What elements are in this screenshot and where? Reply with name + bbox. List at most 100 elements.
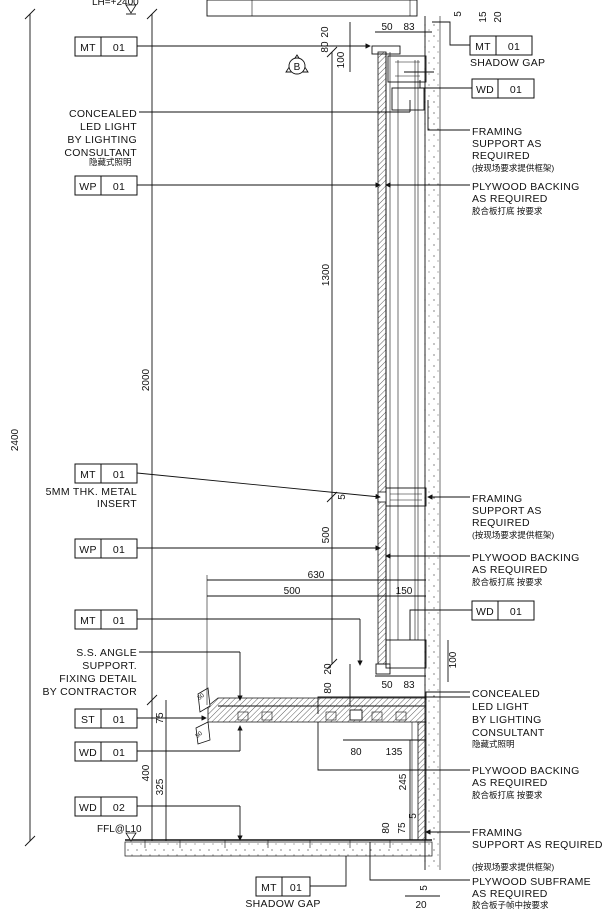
dim-text: 135 [386,747,403,758]
section-mark-b[interactable]: B [285,54,309,75]
tag-wp-01-lower[interactable]: WP 01 [74,538,138,559]
tag-number: 01 [510,84,522,96]
dim-text: 1300 [321,263,332,286]
level-triangle-icon [125,832,137,842]
note-line: SUPPORT AS REQUIRED [472,839,602,851]
tag-code: MT [475,41,491,53]
note-cn: 胶合板打底 按要求 [472,206,543,216]
tag-wd-02[interactable]: WD 02 [74,796,138,817]
tag-number: 01 [113,42,125,54]
level-triangle-icon [125,4,137,14]
dim-text: 400 [141,764,152,781]
ceiling-frame [206,0,418,17]
note-framing-2: FRAMING SUPPORT AS REQUIRED (按现场要求提供框架) [472,493,554,540]
section-mark-label: B [294,62,301,73]
note-line: FRAMING [472,493,523,505]
tag-number: 01 [113,469,125,481]
dim-text: 20 [493,11,504,23]
tag-wd-01-right-top[interactable]: WD 01 [471,78,535,99]
note-line: SHADOW GAP [470,57,545,69]
note-line: REQUIRED [472,517,530,529]
wall-section [423,16,441,870]
dimension-500-vert: 500 5 [321,494,348,670]
tag-code: WD [476,606,494,618]
dim-text: 20 [320,26,331,38]
tag-code: WD [476,84,494,96]
tag-mt-01-insert[interactable]: MT 01 [74,463,138,484]
note-line: CONCEALED [472,688,540,700]
tag-code: WP [79,181,97,193]
dim-text: 325 [155,778,166,795]
note-line: PLYWOOD BACKING [472,765,580,777]
dim-text: 50 [381,22,393,33]
tag-mt-01-lower[interactable]: MT 01 [74,609,138,630]
note-line: CONCEALED [69,108,137,120]
note-line: AS REQUIRED [472,777,548,789]
tag-number: 02 [113,802,125,814]
dim-text: 500 [284,586,301,597]
dimension-lower-small: 100 80 20 50 83 [323,640,459,706]
note-line: S.S. ANGLE [76,647,137,659]
dim-text: 80 [381,822,392,834]
tag-mt-01-top[interactable]: MT 01 [74,36,138,57]
angle-labels: 50 50 [195,692,206,739]
dim-text: 245 [398,773,409,790]
note-line: BY LIGHTING [67,134,137,146]
dim-text: 80 [320,41,331,53]
note-line: 5MM THK. METAL [46,486,137,498]
note-cn: (按现场要求提供框架) [472,862,554,872]
note-line: FIXING DETAIL [59,673,137,685]
dim-text: 100 [448,651,459,668]
note-line: INSERT [97,498,137,510]
dim-text: 15 [478,11,489,23]
dimension-75-400-325: 75 400 325 [141,700,167,841]
tag-number: 01 [113,747,125,759]
note-cn: 胶合板打底 按要求 [472,577,543,587]
dim-text: 5 [453,11,464,17]
dimension-500-horiz: 500 [207,586,378,597]
dim-text: 83 [403,680,415,691]
tag-code: MT [80,615,96,627]
note-line: SUPPORT. [82,660,137,672]
tag-code: WP [79,544,97,556]
note-framing-3: FRAMING SUPPORT AS REQUIRED (按现场要求提供框架) [472,827,602,872]
tag-st-01[interactable]: ST 01 [74,708,138,729]
note-concealed-led-right: CONCEALED LED LIGHT BY LIGHTING CONSULTA… [472,688,545,749]
note-ss-angle: S.S. ANGLE SUPPORT. FIXING DETAIL BY CON… [42,647,137,698]
dim-text: 50 [197,692,206,701]
note-line: FRAMING [472,827,523,839]
dimension-top-small: 20 80 100 50 83 5 15 20 [320,11,504,73]
tag-code: ST [81,714,95,726]
tag-code: MT [80,469,96,481]
note-line: AS REQUIRED [472,564,548,576]
note-line: LED LIGHT [80,121,137,133]
top-level-mark: LH=+2400 [92,0,139,15]
tag-number: 01 [508,41,520,53]
note-plywood-2: PLYWOOD BACKING AS REQUIRED 胶合板打底 按要求 [472,552,579,587]
note-line: PLYWOOD SUBFRAME [472,876,591,888]
tag-wd-01-left[interactable]: WD 01 [74,741,138,762]
tag-wp-01-upper[interactable]: WP 01 [74,175,138,196]
dim-text: 5 [419,885,430,891]
dim-text: 20 [415,900,427,909]
note-cn: 胶合板子帧中按要求 [472,900,549,909]
note-shadow-gap-top: SHADOW GAP [470,57,545,69]
dim-text: 630 [308,570,325,581]
dim-text: 2400 [10,428,21,451]
panel-hatched-strip [377,51,387,665]
note-line: FRAMING [472,126,523,138]
note-line: REQUIRED [472,150,530,162]
note-cn: 隐藏式照明 [472,739,515,749]
ffl-label: FFL@L10 [97,824,142,835]
wall-panel [371,45,427,675]
note-line: AS REQUIRED [472,193,548,205]
dim-text: 50 [195,730,204,739]
tag-code: WD [79,802,97,814]
tag-mt-01-bottom[interactable]: MT 01 SHADOW GAP [245,876,320,909]
dim-text: 2000 [141,368,152,391]
tag-code: WD [79,747,97,759]
tag-wd-01-right-mid[interactable]: WD 01 [471,600,535,621]
dimension-bottom: 5 20 [405,885,440,909]
tag-mt-01-right[interactable]: MT 01 [469,35,533,56]
note-plywood-1: PLYWOOD BACKING AS REQUIRED 胶合板打底 按要求 [472,181,579,216]
